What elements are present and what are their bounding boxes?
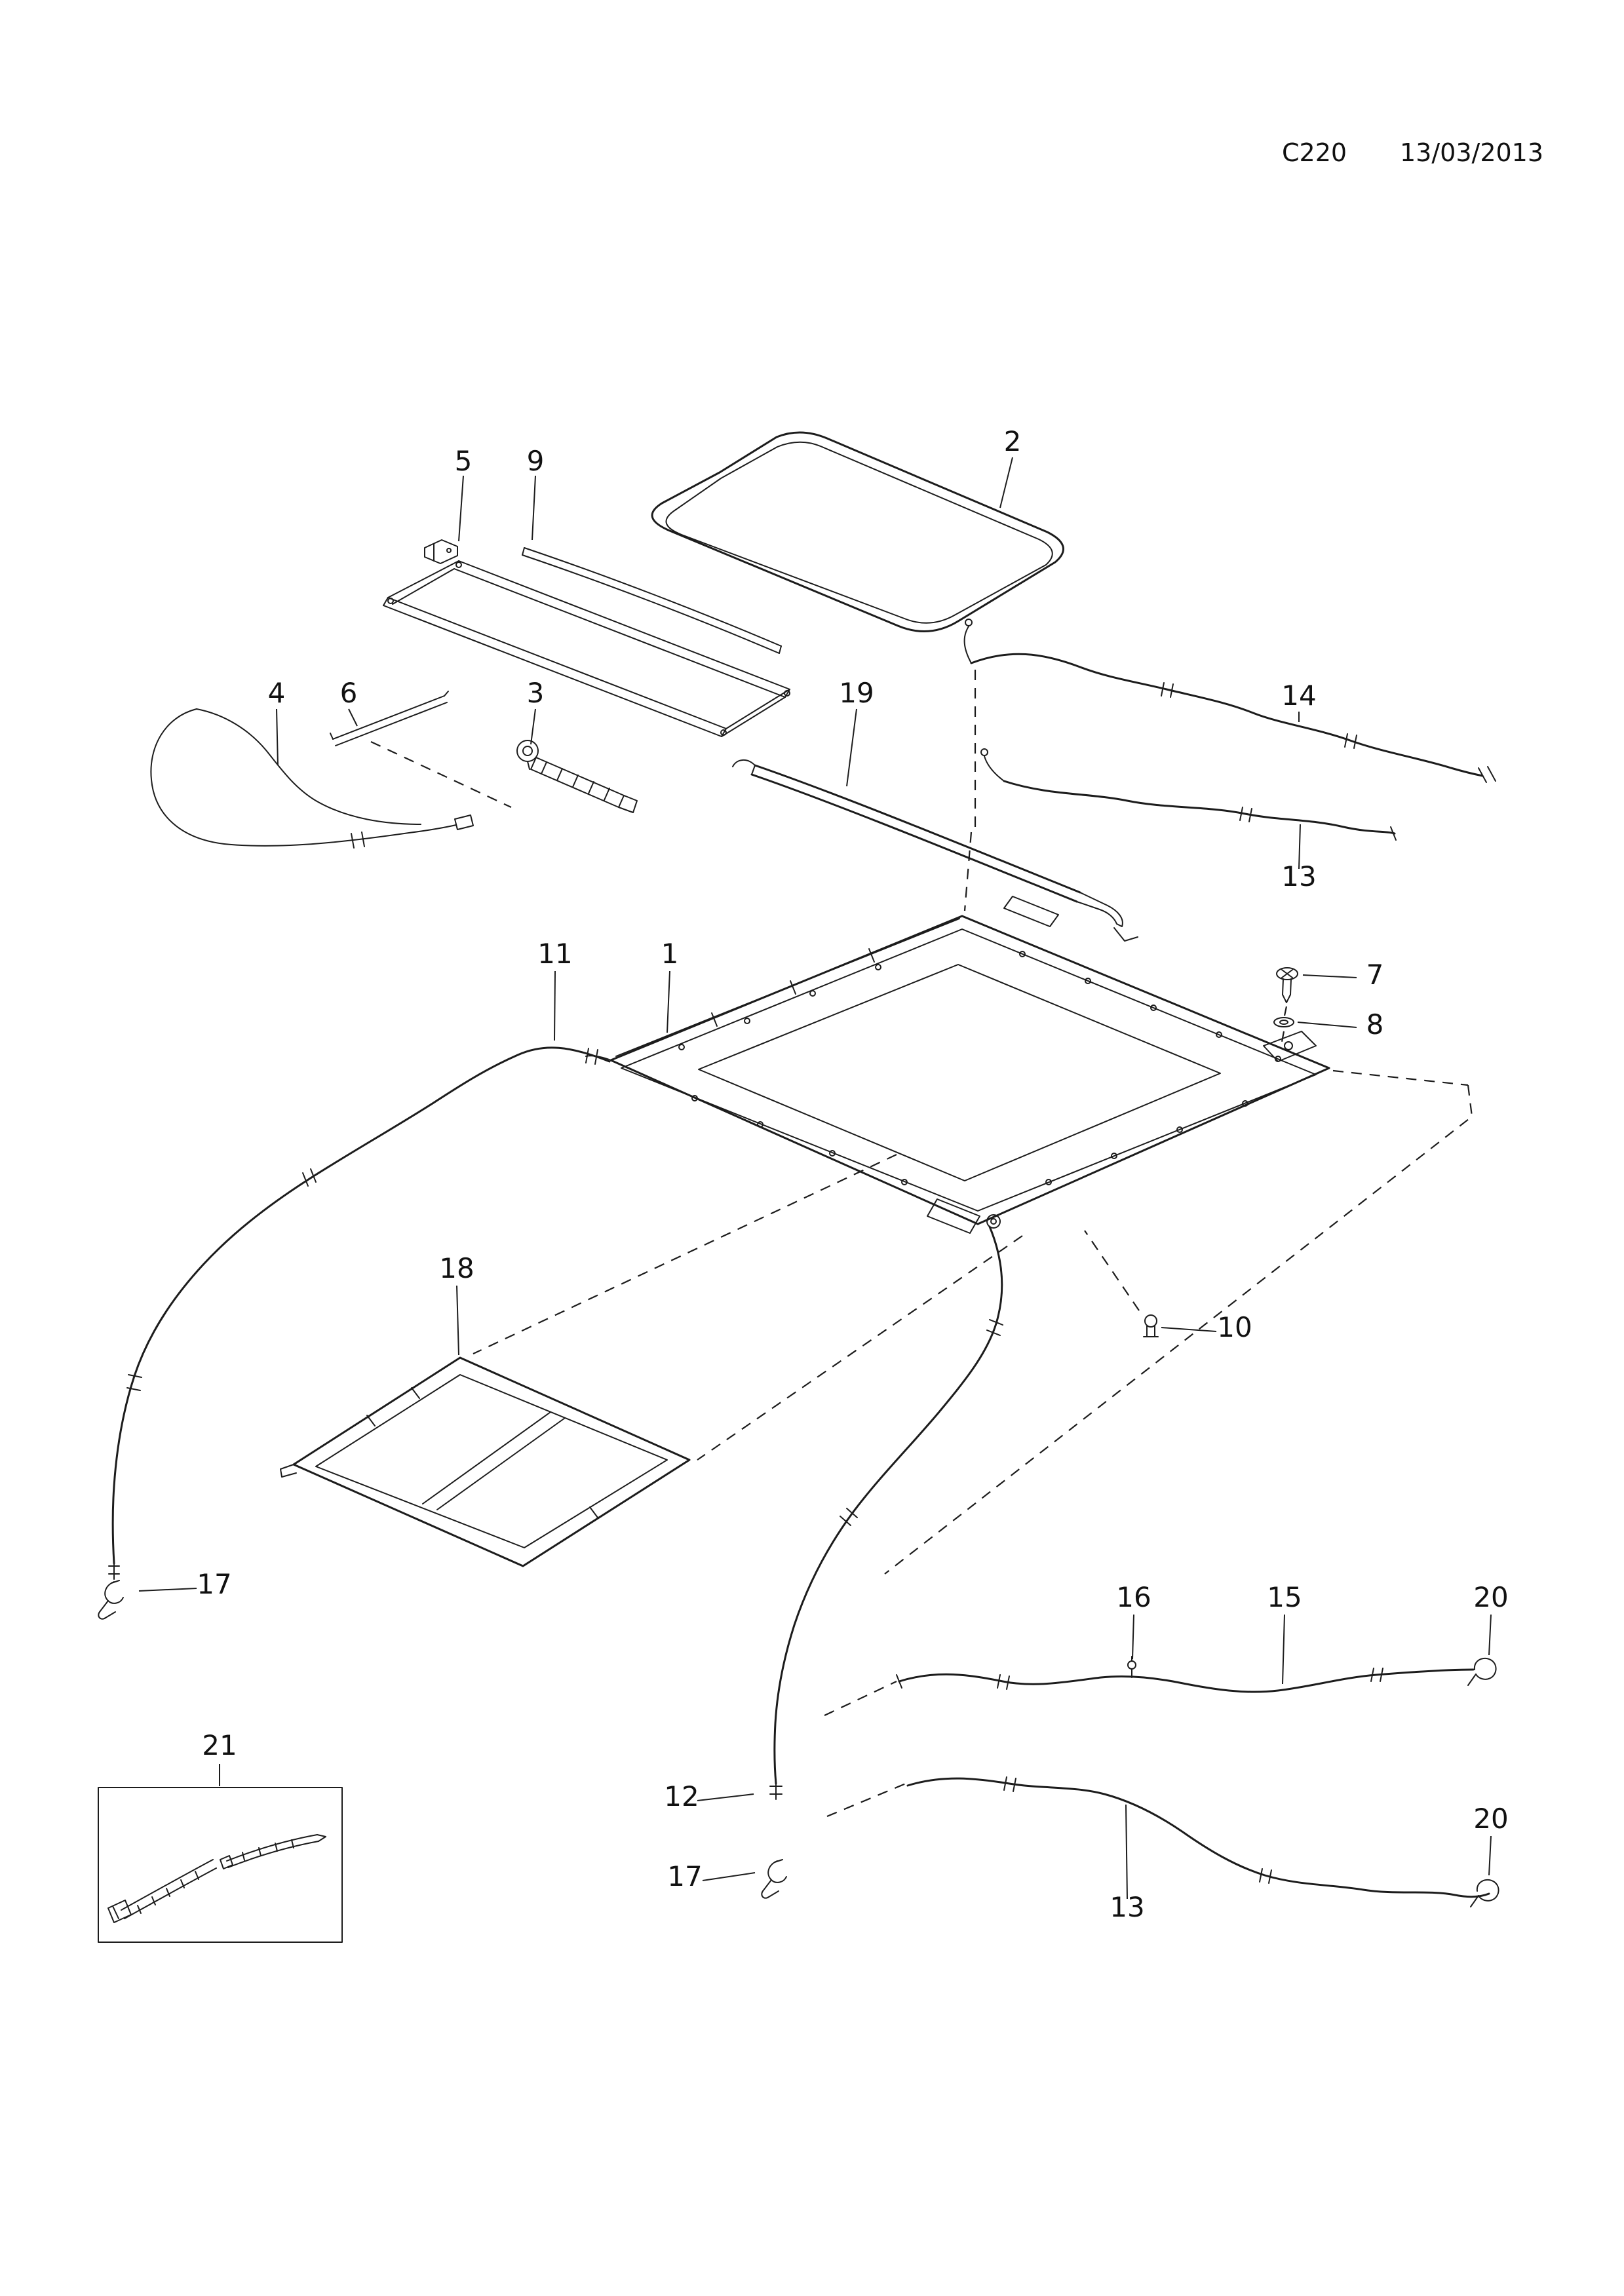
construction-lines: [370, 670, 1473, 1818]
callout-1: 1: [661, 938, 679, 970]
callout-labels: 5 9 2 4 6 3 19 14 13 11 1 7 8 18 10 17 1…: [197, 425, 1508, 1923]
callout-16: 16: [1116, 1581, 1151, 1613]
callout-21: 21: [202, 1729, 237, 1761]
washer-drawing: [1273, 1017, 1294, 1027]
drain-hose-11-drawing: [108, 1046, 611, 1580]
drain-hose-13-upper-drawing: [980, 748, 1397, 841]
drive-mechanism-drawing: [516, 740, 638, 813]
sunshade-drawing: [280, 1356, 691, 1567]
callout-14: 14: [1281, 679, 1316, 712]
callout-17-left: 17: [197, 1568, 231, 1600]
main-frame-drawing: [585, 896, 1330, 1234]
callout-13-upper: 13: [1281, 860, 1316, 892]
callout-6: 6: [340, 677, 358, 709]
cable-tie-box-drawing: [98, 1787, 343, 1943]
callout-17-bottom: 17: [667, 1860, 702, 1892]
hose-clip-17-left-drawing: [98, 1580, 124, 1620]
seal-strip-drawing: [522, 547, 782, 654]
callout-2: 2: [1004, 425, 1022, 457]
hose-end-20-lower-drawing: [1470, 1879, 1499, 1907]
seal-frame-drawing: [383, 560, 790, 737]
callout-4: 4: [268, 677, 286, 709]
drain-hose-15-drawing: [896, 1668, 1475, 1693]
diagram-code: C220: [1282, 138, 1347, 167]
page-header: C220 13/03/2013: [1282, 138, 1543, 167]
screw-drawing: [1276, 967, 1298, 1043]
callout-18: 18: [439, 1252, 474, 1284]
callout-8: 8: [1366, 1008, 1384, 1041]
callout-5: 5: [455, 445, 473, 477]
callout-20-upper: 20: [1473, 1581, 1508, 1613]
drain-hose-14-drawing: [963, 619, 1496, 783]
callout-15: 15: [1267, 1581, 1302, 1613]
guide-rail-drawing: [330, 691, 449, 746]
guide-bracket-drawing: [424, 539, 458, 564]
callout-13-lower: 13: [1110, 1891, 1144, 1923]
cable-drawing: [150, 708, 474, 849]
callout-11: 11: [537, 938, 572, 970]
wind-deflector-drawing: [732, 759, 1138, 942]
callout-7: 7: [1366, 959, 1384, 991]
callout-12: 12: [664, 1780, 699, 1812]
callout-10: 10: [1217, 1311, 1252, 1343]
drain-hose-12-drawing: [769, 1225, 1003, 1800]
hose-end-20-upper-drawing: [1467, 1657, 1497, 1686]
diagram-date: 13/03/2013: [1400, 138, 1543, 167]
drain-hose-13-lower-drawing: [906, 1776, 1490, 1898]
rivet-clip-drawing: [1084, 1230, 1159, 1337]
callout-3: 3: [527, 677, 545, 709]
callout-20-lower: 20: [1473, 1803, 1508, 1835]
glass-panel-drawing: [651, 431, 1064, 632]
hose-clip-16-drawing: [1127, 1656, 1136, 1678]
hose-clip-17-bottom-drawing: [761, 1859, 787, 1899]
callout-leaders: [138, 457, 1492, 1900]
callout-9: 9: [527, 445, 545, 477]
callout-19: 19: [839, 677, 874, 709]
